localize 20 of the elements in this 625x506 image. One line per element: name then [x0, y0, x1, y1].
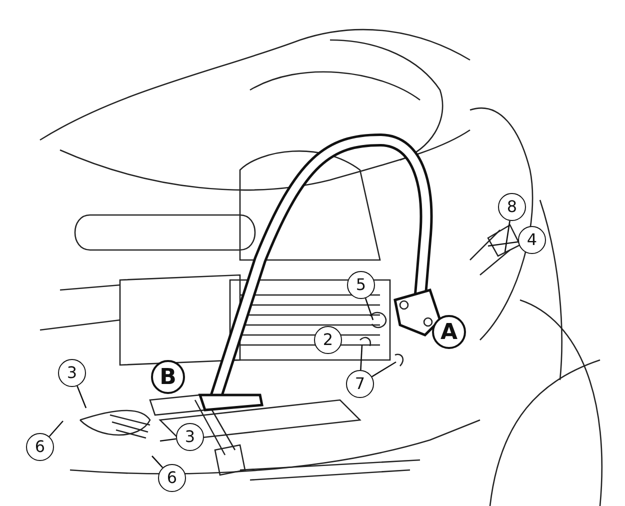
callout-number: 2: [314, 326, 342, 354]
leader-line: [488, 241, 518, 247]
leader-line: [160, 438, 176, 442]
callout-number: 7: [346, 370, 374, 398]
callout-letter: A: [432, 315, 466, 349]
leader-line: [360, 344, 363, 370]
callout-number: 6: [26, 433, 54, 461]
callout-number: 3: [58, 359, 86, 387]
callout-number: 6: [158, 464, 186, 492]
leader-line: [152, 456, 164, 468]
callout-number: 3: [176, 423, 204, 451]
callout-number: 8: [498, 193, 526, 221]
leader-line: [48, 420, 64, 437]
leader-line: [504, 220, 510, 252]
callout-letter: B: [151, 360, 185, 394]
leader-line: [364, 298, 374, 320]
leader-line: [372, 361, 396, 378]
callout-number: 4: [518, 226, 546, 254]
leader-line: [76, 386, 87, 408]
callout-number: 5: [347, 271, 375, 299]
